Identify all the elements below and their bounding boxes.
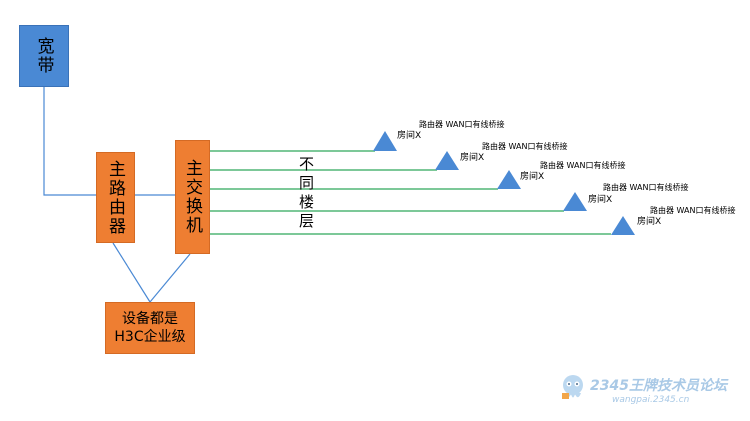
room-router-icon-1 [373,131,397,151]
room-note-2: 路由器 WAN口有线桥接 [482,142,568,151]
broadband-node: 宽带 [19,25,69,87]
main-router-label: 主路由器 [105,159,125,236]
enterprise-note-node: 设备都是 H3C企业级 [105,302,195,354]
room-note-4: 路由器 WAN口有线桥接 [603,183,689,192]
router-note-line [112,242,151,303]
room-note-3: 路由器 WAN口有线桥接 [540,161,626,170]
watermark-title: 2345王牌技术员论坛 [590,378,727,394]
room-label-5: 房间X [637,217,662,227]
switch-note-line [149,253,191,303]
room-router-icon-5 [611,216,635,235]
room-label-3: 房间X [520,172,545,182]
main-switch-label: 主交换机 [182,159,202,235]
room-router-icon-3 [497,170,521,189]
room-router-icon-2 [435,151,459,170]
room-router-icon-4 [563,192,587,211]
main-router-node: 主路由器 [96,152,135,243]
room-label-1: 房间X [397,131,422,141]
broadband-router-line [43,87,96,196]
room-label-4: 房间X [588,195,613,205]
room-note-5: 路由器 WAN口有线桥接 [650,206,736,215]
watermark-url: wangpai.2345.cn [612,395,690,405]
enterprise-note-label: 设备都是 H3C企业级 [114,311,186,345]
floors-label: 不同楼层 [297,156,315,232]
watermark-logo-icon [560,373,586,403]
broadband-label: 宽带 [33,37,54,75]
main-switch-node: 主交换机 [175,140,210,254]
room-label-2: 房间X [460,153,485,163]
room-note-1: 路由器 WAN口有线桥接 [419,120,505,129]
